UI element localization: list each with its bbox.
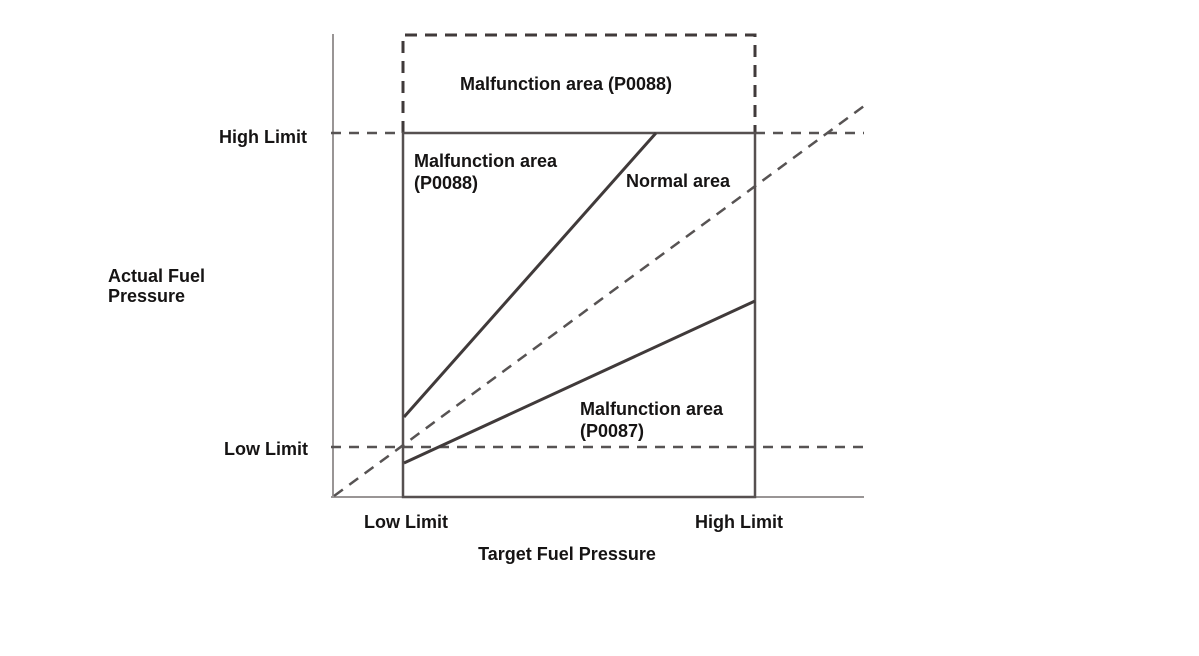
p0088-top-region-label: Malfunction area (P0088) [460, 74, 672, 94]
p0087-region-label-line2: (P0087) [580, 421, 644, 441]
y-axis-low-limit-label: Low Limit [224, 439, 308, 459]
p0087-boundary-line [403, 299, 756, 465]
y-axis-high-limit-label: High Limit [219, 127, 307, 147]
y-axis-title-line2: Pressure [108, 286, 185, 306]
x-axis-low-limit-label: Low Limit [364, 512, 448, 532]
p0088-region-label-line2: (P0088) [414, 173, 478, 193]
p0087-region-label-line1: Malfunction area [580, 399, 724, 419]
p0088-top-dashed-box [401, 33, 757, 133]
operating-range-box [401, 131, 757, 499]
x-axis-title: Target Fuel Pressure [478, 544, 656, 564]
y-axis-title-line1: Actual Fuel [108, 266, 205, 286]
x-axis-high-limit-label: High Limit [695, 512, 783, 532]
p0088-region-label-line1: Malfunction area [414, 151, 558, 171]
identity-reference-dashed-line [333, 104, 865, 498]
p0088-boundary-line [402, 132, 658, 418]
normal-region-label: Normal area [626, 171, 731, 191]
